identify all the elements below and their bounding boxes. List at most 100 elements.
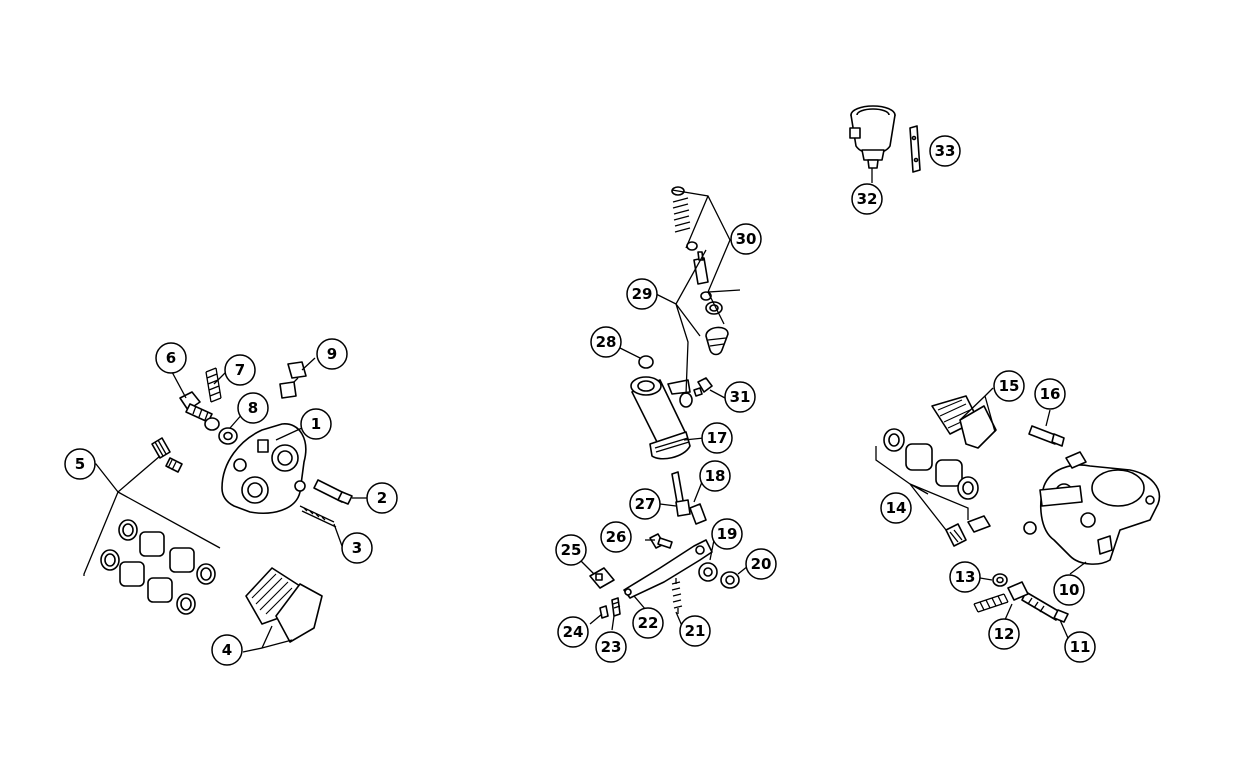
callout-label: 11 [1070, 638, 1091, 656]
callout-9: 9 [316, 338, 348, 370]
callout-label: 17 [707, 429, 728, 447]
pad-pin [313, 479, 353, 505]
right-caliper-assembly [875, 387, 1161, 639]
callout-label: 25 [561, 541, 582, 559]
callout-label: 23 [601, 638, 622, 656]
callout-1: 1 [300, 408, 332, 440]
pistons-and-seals [100, 519, 216, 615]
callout-label: 16 [1040, 385, 1061, 403]
callout-4: 4 [211, 634, 243, 666]
callout-11: 11 [1064, 631, 1096, 663]
hose-fitting [693, 377, 713, 397]
callout-30: 30 [730, 223, 762, 255]
callout-label: 20 [751, 555, 772, 573]
pivot-bushes [698, 562, 740, 589]
callout-21: 21 [679, 615, 711, 647]
rear-pin [1021, 591, 1069, 623]
callout-label: 8 [248, 399, 258, 417]
callout-label: 21 [685, 622, 706, 640]
return-spring [671, 578, 683, 614]
callout-33: 33 [929, 135, 961, 167]
center-leader-lines [579, 189, 749, 631]
left-caliper-assembly [80, 357, 368, 653]
callout-10: 10 [1053, 574, 1085, 606]
callout-label: 26 [606, 528, 627, 546]
callout-22: 22 [632, 607, 664, 639]
right-leader-lines [875, 387, 1087, 639]
callout-label: 18 [705, 467, 726, 485]
callout-label: 22 [638, 614, 659, 632]
callout-3: 3 [341, 532, 373, 564]
caliper-body [221, 423, 307, 514]
callout-label: 33 [935, 142, 956, 160]
cylinder-washer [638, 355, 654, 369]
master-cylinder-assembly [579, 186, 749, 631]
rear-pistons-and-seals [883, 428, 979, 500]
rear-brake-pads [931, 395, 997, 449]
callout-2: 2 [366, 482, 398, 514]
callout-label: 19 [717, 525, 738, 543]
callout-16: 16 [1034, 378, 1066, 410]
washer [204, 417, 238, 445]
switch-bracket [589, 567, 615, 589]
caliper-spring [205, 367, 222, 403]
pivot-bolt [649, 533, 673, 549]
callout-14: 14 [880, 492, 912, 524]
pad-spring [299, 505, 337, 528]
callout-8: 8 [237, 392, 269, 424]
reservoir-bracket [909, 125, 921, 173]
callout-label: 6 [166, 349, 176, 367]
callout-24: 24 [557, 616, 589, 648]
callout-6: 6 [155, 342, 187, 374]
callout-19: 19 [711, 518, 743, 550]
callout-31: 31 [724, 381, 756, 413]
callout-15: 15 [993, 370, 1025, 402]
callouts: 1 2 3 4 5 6 7 8 9 10 11 12 13 14 15 16 1… [64, 135, 1096, 666]
callout-label: 14 [886, 499, 907, 517]
callout-label: 9 [327, 345, 337, 363]
callout-label: 15 [999, 377, 1020, 395]
callout-18: 18 [699, 460, 731, 492]
callout-label: 4 [222, 641, 232, 659]
callout-5: 5 [64, 448, 96, 480]
callout-7: 7 [224, 354, 256, 386]
clevis [689, 503, 707, 525]
callout-label: 7 [235, 361, 245, 379]
fluid-reservoir [849, 105, 896, 169]
rear-washer [992, 573, 1008, 587]
callout-label: 3 [352, 539, 362, 557]
callout-13: 13 [949, 561, 981, 593]
bleed-screw [165, 457, 183, 473]
callout-20: 20 [745, 548, 777, 580]
callout-label: 30 [736, 230, 757, 248]
reservoir-assembly [849, 105, 921, 183]
rear-spring [973, 581, 1029, 613]
callout-label: 28 [596, 333, 617, 351]
callout-label: 13 [955, 568, 976, 586]
callout-12: 12 [988, 618, 1020, 650]
callout-label: 27 [635, 495, 656, 513]
brake-pads [245, 567, 323, 643]
callout-23: 23 [595, 631, 627, 663]
callout-label: 10 [1059, 581, 1080, 599]
master-cylinder-body [630, 376, 691, 460]
left-leader-lines [80, 357, 368, 653]
callout-25: 25 [555, 534, 587, 566]
callout-26: 26 [600, 521, 632, 553]
callout-28: 28 [590, 326, 622, 358]
callout-label: 29 [632, 285, 653, 303]
rear-caliper-body [1023, 451, 1161, 565]
small-pin-and-nut [599, 597, 621, 619]
rear-bleed-screw [945, 515, 991, 547]
push-rod [671, 471, 691, 517]
callout-29: 29 [626, 278, 658, 310]
callout-label: 5 [75, 455, 85, 473]
callout-label: 24 [563, 623, 584, 641]
callout-32: 32 [851, 183, 883, 215]
callout-label: 12 [994, 625, 1015, 643]
pad-sensor [279, 361, 307, 399]
rear-pad-bolt [1028, 425, 1065, 447]
callout-label: 2 [377, 489, 387, 507]
callout-label: 32 [857, 190, 878, 208]
